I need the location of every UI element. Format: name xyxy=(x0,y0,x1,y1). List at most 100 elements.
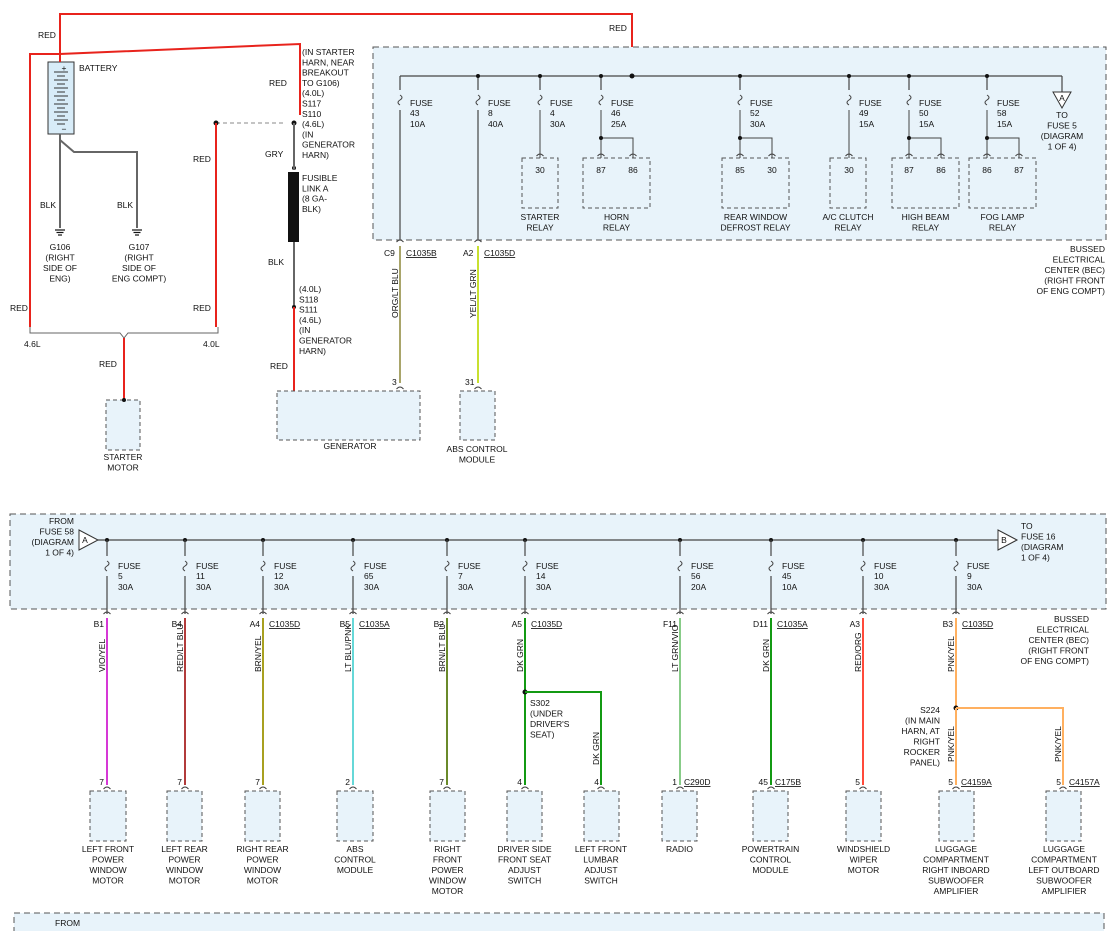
fuse-amperage: 30A xyxy=(550,119,565,129)
device-label-line: CONTROL xyxy=(334,855,376,865)
fuse-number: 14 xyxy=(536,571,546,581)
device-box xyxy=(583,790,620,842)
fuse-label: FUSE xyxy=(859,98,882,108)
pin-label: B2 xyxy=(434,619,445,629)
relay-pin-number: 86 xyxy=(936,165,946,175)
engine-label-46l: 4.6L xyxy=(24,339,41,349)
wire-color-label: YEL/LT GRN xyxy=(468,269,478,318)
fuse-icon xyxy=(906,94,912,106)
to-fuse5-label-line: TO xyxy=(1056,110,1068,120)
fuse-icon xyxy=(260,560,266,572)
fuse-label: FUSE xyxy=(118,561,141,571)
relay-label-line: RELAY xyxy=(603,223,631,233)
amplifier-right-label-line: SUBWOOFER xyxy=(928,876,984,886)
device-label-line: ABS xyxy=(346,844,363,854)
dest-pin-label: 4 xyxy=(594,777,599,787)
fuse-number: 4 xyxy=(550,108,555,118)
wire-label-blk: BLK xyxy=(117,200,133,210)
bec-output-connector xyxy=(676,611,684,615)
bus-junction-dot xyxy=(985,74,989,78)
device-label-line: MOTOR xyxy=(169,876,200,886)
relay-junction-dot xyxy=(738,136,742,140)
fuse-amperage: 30A xyxy=(364,582,379,592)
dest-pin-label: 5 xyxy=(855,777,860,787)
wire-color-label: LT BLU/PNK xyxy=(343,624,353,672)
fuse-icon xyxy=(737,94,743,106)
relay-label-line: RELAY xyxy=(526,223,554,233)
bus-feed-dot xyxy=(629,73,635,79)
bec-output-connector xyxy=(349,611,357,615)
relay-pin-number: 30 xyxy=(844,165,854,175)
splice-s224-label-line: ROCKER xyxy=(904,747,940,757)
fuse-amperage: 15A xyxy=(859,119,874,129)
dest-pin-label: 1 xyxy=(672,777,677,787)
starter-motor-box xyxy=(105,399,141,451)
relay-label-line: A/C CLUTCH xyxy=(822,212,873,222)
fuse-amperage: 30A xyxy=(196,582,211,592)
relay-label-line: HIGH BEAM xyxy=(902,212,950,222)
fusible-link-label-line: (8 GA- xyxy=(302,194,327,204)
battery-symbol xyxy=(47,61,75,135)
relay-pin-connector xyxy=(536,153,544,157)
wire-label-red: RED xyxy=(270,361,288,371)
splice-s117-label-line: (IN STARTER xyxy=(302,47,355,57)
fuse-icon xyxy=(397,94,403,106)
fuse-icon xyxy=(537,94,543,106)
fuse-number: 50 xyxy=(919,108,929,118)
fuse-number: 46 xyxy=(611,108,621,118)
dest-connector xyxy=(521,786,529,790)
generator-box xyxy=(276,390,421,441)
bec-bottom-label-line: CENTER (BEC) xyxy=(1029,635,1090,645)
to-fuse16-label-line: (DIAGRAM xyxy=(1021,542,1064,552)
device-label-line: POWERTRAIN xyxy=(742,844,799,854)
device-label-line: ADJUST xyxy=(508,865,541,875)
relay-pin-connector xyxy=(983,153,991,157)
relay-junction-dot xyxy=(985,136,989,140)
dest-connector xyxy=(181,786,189,790)
bec-output-connector xyxy=(767,611,775,615)
relay-pin-number: 85 xyxy=(735,165,745,175)
bec-bottom-label-line: BUSSED xyxy=(1054,614,1089,624)
bus-junction-dot xyxy=(476,74,480,78)
amplifier-right-label-line: AMPLIFIER xyxy=(934,886,979,896)
relay-label-line: RELAY xyxy=(912,223,940,233)
bec-output-connector xyxy=(181,611,189,615)
wire-label-red: RED xyxy=(269,78,287,88)
pin-label: A5 xyxy=(512,619,523,629)
fuse-number: 49 xyxy=(859,108,869,118)
splice-s117-label-line: S110 xyxy=(302,109,321,119)
relay-pin-number: 30 xyxy=(767,165,777,175)
fuse-label: FUSE xyxy=(691,561,714,571)
fuse-label: FUSE xyxy=(274,561,297,571)
fusible-link-label-line: BLK) xyxy=(302,204,321,214)
pnk-yel-branch-wire xyxy=(956,707,1064,785)
dest-pin-label: 7 xyxy=(99,777,104,787)
device-label-line: MOTOR xyxy=(247,876,278,886)
relay-jumper xyxy=(740,137,773,158)
to-fuse16-label-line: 1 OF 4) xyxy=(1021,553,1050,563)
fuse-amperage: 30A xyxy=(458,582,473,592)
amplifier-left-label-line: AMPLIFIER xyxy=(1042,886,1087,896)
relay-pin-connector xyxy=(629,153,637,157)
bec-next-box xyxy=(13,912,1105,931)
ground-g106-label-line: ENG) xyxy=(49,274,70,284)
pin-label: A2 xyxy=(463,248,474,258)
fuse-icon xyxy=(104,560,110,572)
dest-pin-label: 5 xyxy=(948,777,953,787)
bec-top-label-line: OF ENG COMPT) xyxy=(1037,286,1106,296)
fuse-icon xyxy=(677,560,683,572)
relay-label-line: HORN xyxy=(604,212,629,222)
to-fuse5-label-line: (DIAGRAM xyxy=(1041,131,1084,141)
fuse-icon xyxy=(846,94,852,106)
wire-color-label: RED/ORG xyxy=(853,632,863,672)
from-fuse58-label-line: 1 OF 4) xyxy=(45,548,74,558)
bus-junction-dot xyxy=(847,74,851,78)
device-box xyxy=(89,790,127,842)
wire-label-blk: BLK xyxy=(268,257,284,267)
wire-label-red: RED xyxy=(10,303,28,313)
fuse-amperage: 15A xyxy=(919,119,934,129)
fuse-amperage: 25A xyxy=(611,119,626,129)
wire-label-red: RED xyxy=(99,359,117,369)
device-label-line: RIGHT xyxy=(434,844,460,854)
splice-s302-label-line: S302 xyxy=(530,698,550,708)
